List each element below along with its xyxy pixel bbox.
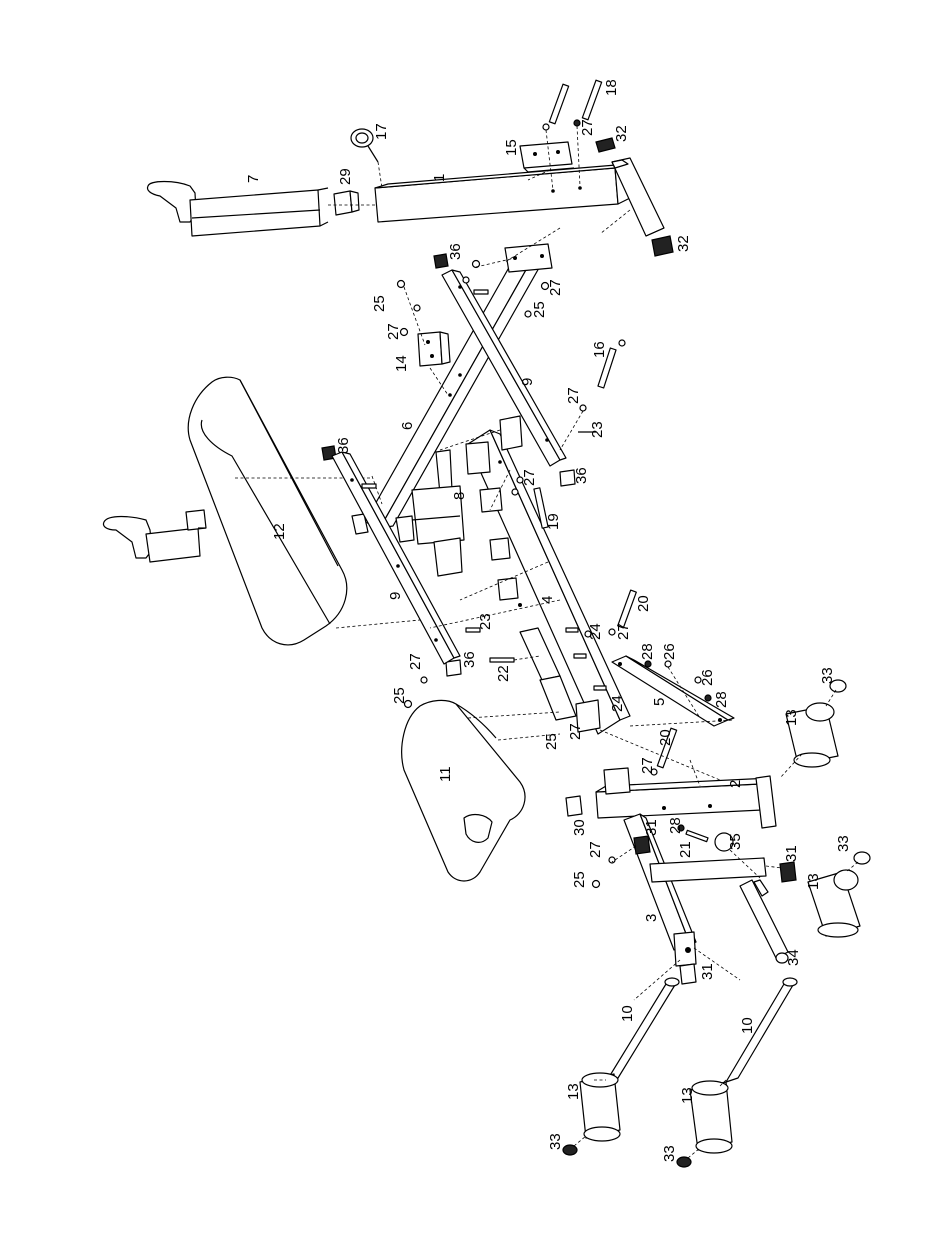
part-11-seat-pad [402, 700, 560, 881]
callout-33-c: 33 [547, 1133, 564, 1150]
callout-6: 6 [399, 422, 416, 430]
callout-8: 8 [451, 492, 468, 500]
callout-28-a: 28 [639, 643, 656, 660]
callout-36-d: 36 [461, 651, 478, 668]
part-15-bracket-plate [520, 142, 574, 172]
callout-26-b: 26 [699, 669, 716, 686]
callout-24-b: 24 [609, 695, 626, 712]
callout-35: 35 [727, 833, 744, 850]
part-10-tubes [606, 978, 797, 1082]
callout-36-a: 36 [447, 243, 464, 260]
callout-25-e: 25 [571, 871, 588, 888]
callout-10-b: 10 [739, 1017, 756, 1034]
callout-34: 34 [785, 949, 802, 966]
callout-4: 4 [539, 596, 556, 604]
callout-28-b: 28 [713, 691, 730, 708]
callout-32-b: 32 [675, 235, 692, 252]
callout-25-b: 25 [371, 295, 388, 312]
callout-5: 5 [651, 698, 668, 706]
callout-27-a: 27 [579, 119, 596, 136]
part-14-bracket [418, 332, 450, 366]
part-29-cap [334, 191, 359, 215]
callout-33-b: 33 [835, 835, 852, 852]
callout-29: 29 [337, 168, 354, 185]
callout-27-i: 27 [639, 757, 656, 774]
callout-17: 17 [373, 123, 390, 140]
callout-7: 7 [245, 175, 262, 183]
callout-21: 21 [677, 841, 694, 858]
callout-31-b: 31 [783, 845, 800, 862]
part-12-back-pad [188, 377, 346, 645]
callout-33-d: 33 [661, 1145, 678, 1162]
callout-22: 22 [495, 665, 512, 682]
callout-11: 11 [437, 766, 454, 782]
callout-27-j: 27 [587, 841, 604, 858]
callout-36-c: 36 [335, 437, 352, 454]
hardware-near-3 [593, 857, 616, 888]
callout-20-a: 20 [635, 595, 652, 612]
roller-pad-left-lower [690, 1081, 732, 1153]
part-1-front-upright [375, 158, 664, 236]
callout-13-b: 13 [805, 873, 822, 890]
roller-pad-left-upper [580, 1073, 620, 1141]
callout-13-d: 13 [679, 1087, 696, 1104]
callout-25-a: 25 [531, 301, 548, 318]
callout-31-a: 31 [643, 819, 660, 836]
callout-23-b: 23 [477, 613, 494, 630]
callout-32-a: 32 [613, 125, 630, 142]
callout-27-f: 27 [615, 623, 632, 640]
callout-36-b: 36 [573, 467, 590, 484]
callout-12: 12 [271, 523, 288, 540]
callout-14: 14 [393, 355, 410, 372]
callout-20-b: 20 [657, 729, 674, 746]
callout-9-a: 9 [519, 378, 536, 386]
callout-27-d: 27 [565, 387, 582, 404]
callout-30: 30 [571, 819, 588, 836]
part-7-handle-upright [148, 182, 329, 237]
callout-13-a: 13 [783, 709, 800, 726]
callout-33-a: 33 [819, 667, 836, 684]
callout-25-d: 25 [543, 733, 560, 750]
callout-1: 1 [431, 174, 448, 182]
part-30-cap [566, 796, 582, 816]
callout-3: 3 [643, 914, 660, 922]
callout-27-e: 27 [521, 469, 538, 486]
callout-19: 19 [545, 513, 562, 530]
callout-23-a: 23 [589, 421, 606, 438]
callout-27-b: 27 [547, 279, 564, 296]
callout-27-c: 27 [385, 323, 402, 340]
callout-25-c: 25 [391, 687, 408, 704]
callout-27-g: 27 [407, 653, 424, 670]
part-2-rear-upright [596, 768, 776, 828]
callout-24-a: 24 [587, 623, 604, 640]
callout-27-h: 27 [567, 723, 584, 740]
callout-31-c: 31 [699, 963, 716, 980]
callout-28-c: 28 [667, 817, 684, 834]
callout-10-a: 10 [619, 1005, 636, 1022]
callout-18: 18 [603, 79, 620, 96]
callout-9-b: 9 [387, 592, 404, 600]
callout-2: 2 [727, 780, 744, 788]
part-34-shaft [740, 880, 788, 963]
callout-13-c: 13 [565, 1083, 582, 1100]
callout-26-a: 26 [661, 643, 678, 660]
callout-16: 16 [591, 341, 608, 358]
callout-15: 15 [503, 139, 520, 156]
